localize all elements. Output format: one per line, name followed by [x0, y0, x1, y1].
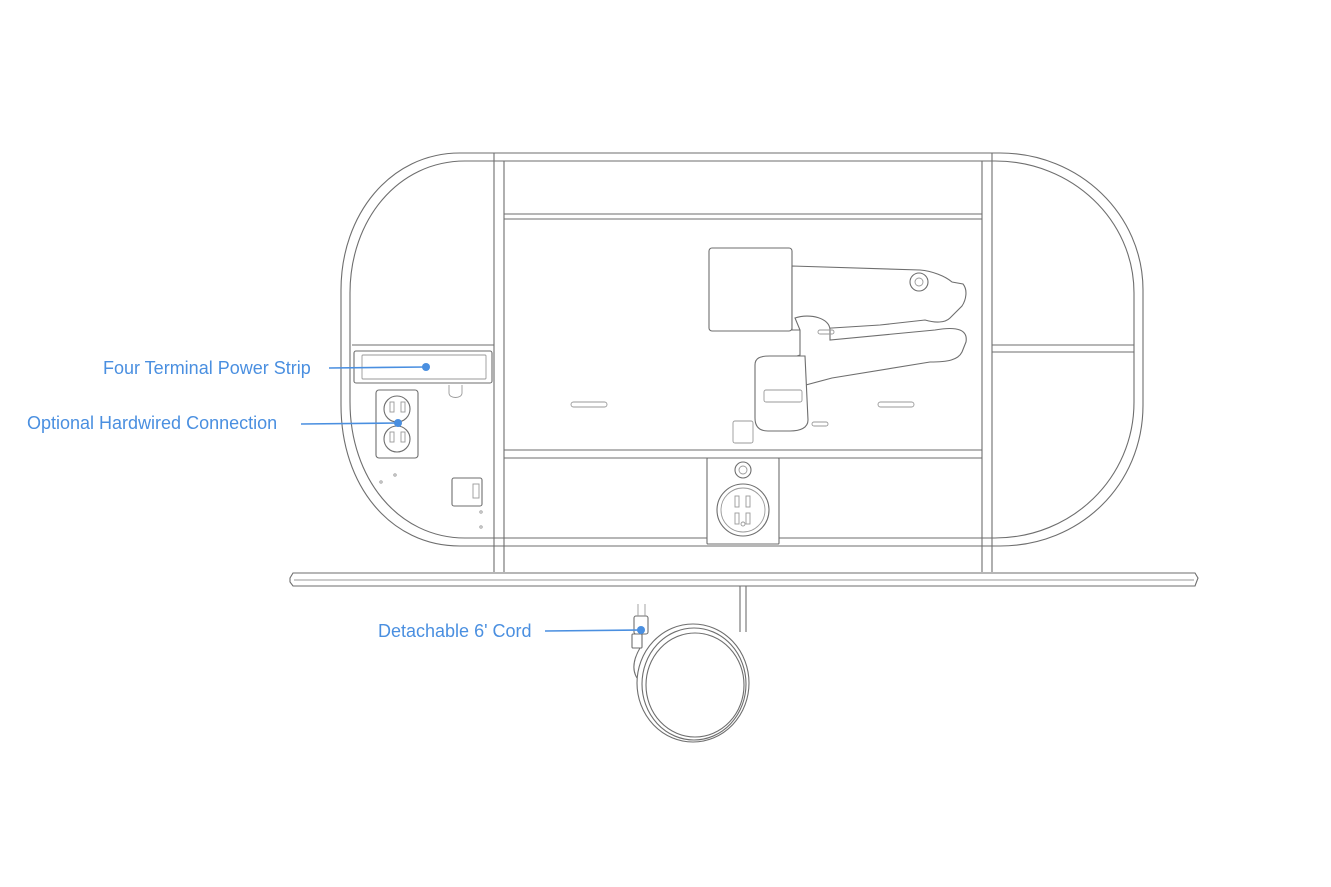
center-outlet	[706, 457, 780, 545]
power-strip	[353, 350, 493, 398]
panel-slots	[570, 401, 915, 444]
callout-dot-power-strip	[422, 363, 430, 371]
callout-dot-cord	[637, 626, 645, 634]
monitor-arm	[708, 247, 967, 432]
cabinet-shell	[340, 152, 1144, 547]
callout-dot-hardwired	[394, 419, 402, 427]
callout-label-cord: Detachable 6' Cord	[378, 621, 532, 641]
top-rail	[504, 213, 982, 220]
power-cord	[631, 604, 750, 743]
switch-box	[451, 477, 483, 529]
desk-top	[289, 572, 1199, 632]
callout-power-strip: Four Terminal Power Strip	[103, 358, 430, 378]
callout-label-hardwired: Optional Hardwired Connection	[27, 413, 277, 433]
callout-cord: Detachable 6' Cord	[378, 621, 645, 641]
callout-hardwired: Optional Hardwired Connection	[27, 413, 402, 433]
callout-label-power-strip: Four Terminal Power Strip	[103, 358, 311, 378]
cabinet-posts	[493, 153, 993, 572]
hardwired-outlet	[375, 389, 419, 484]
